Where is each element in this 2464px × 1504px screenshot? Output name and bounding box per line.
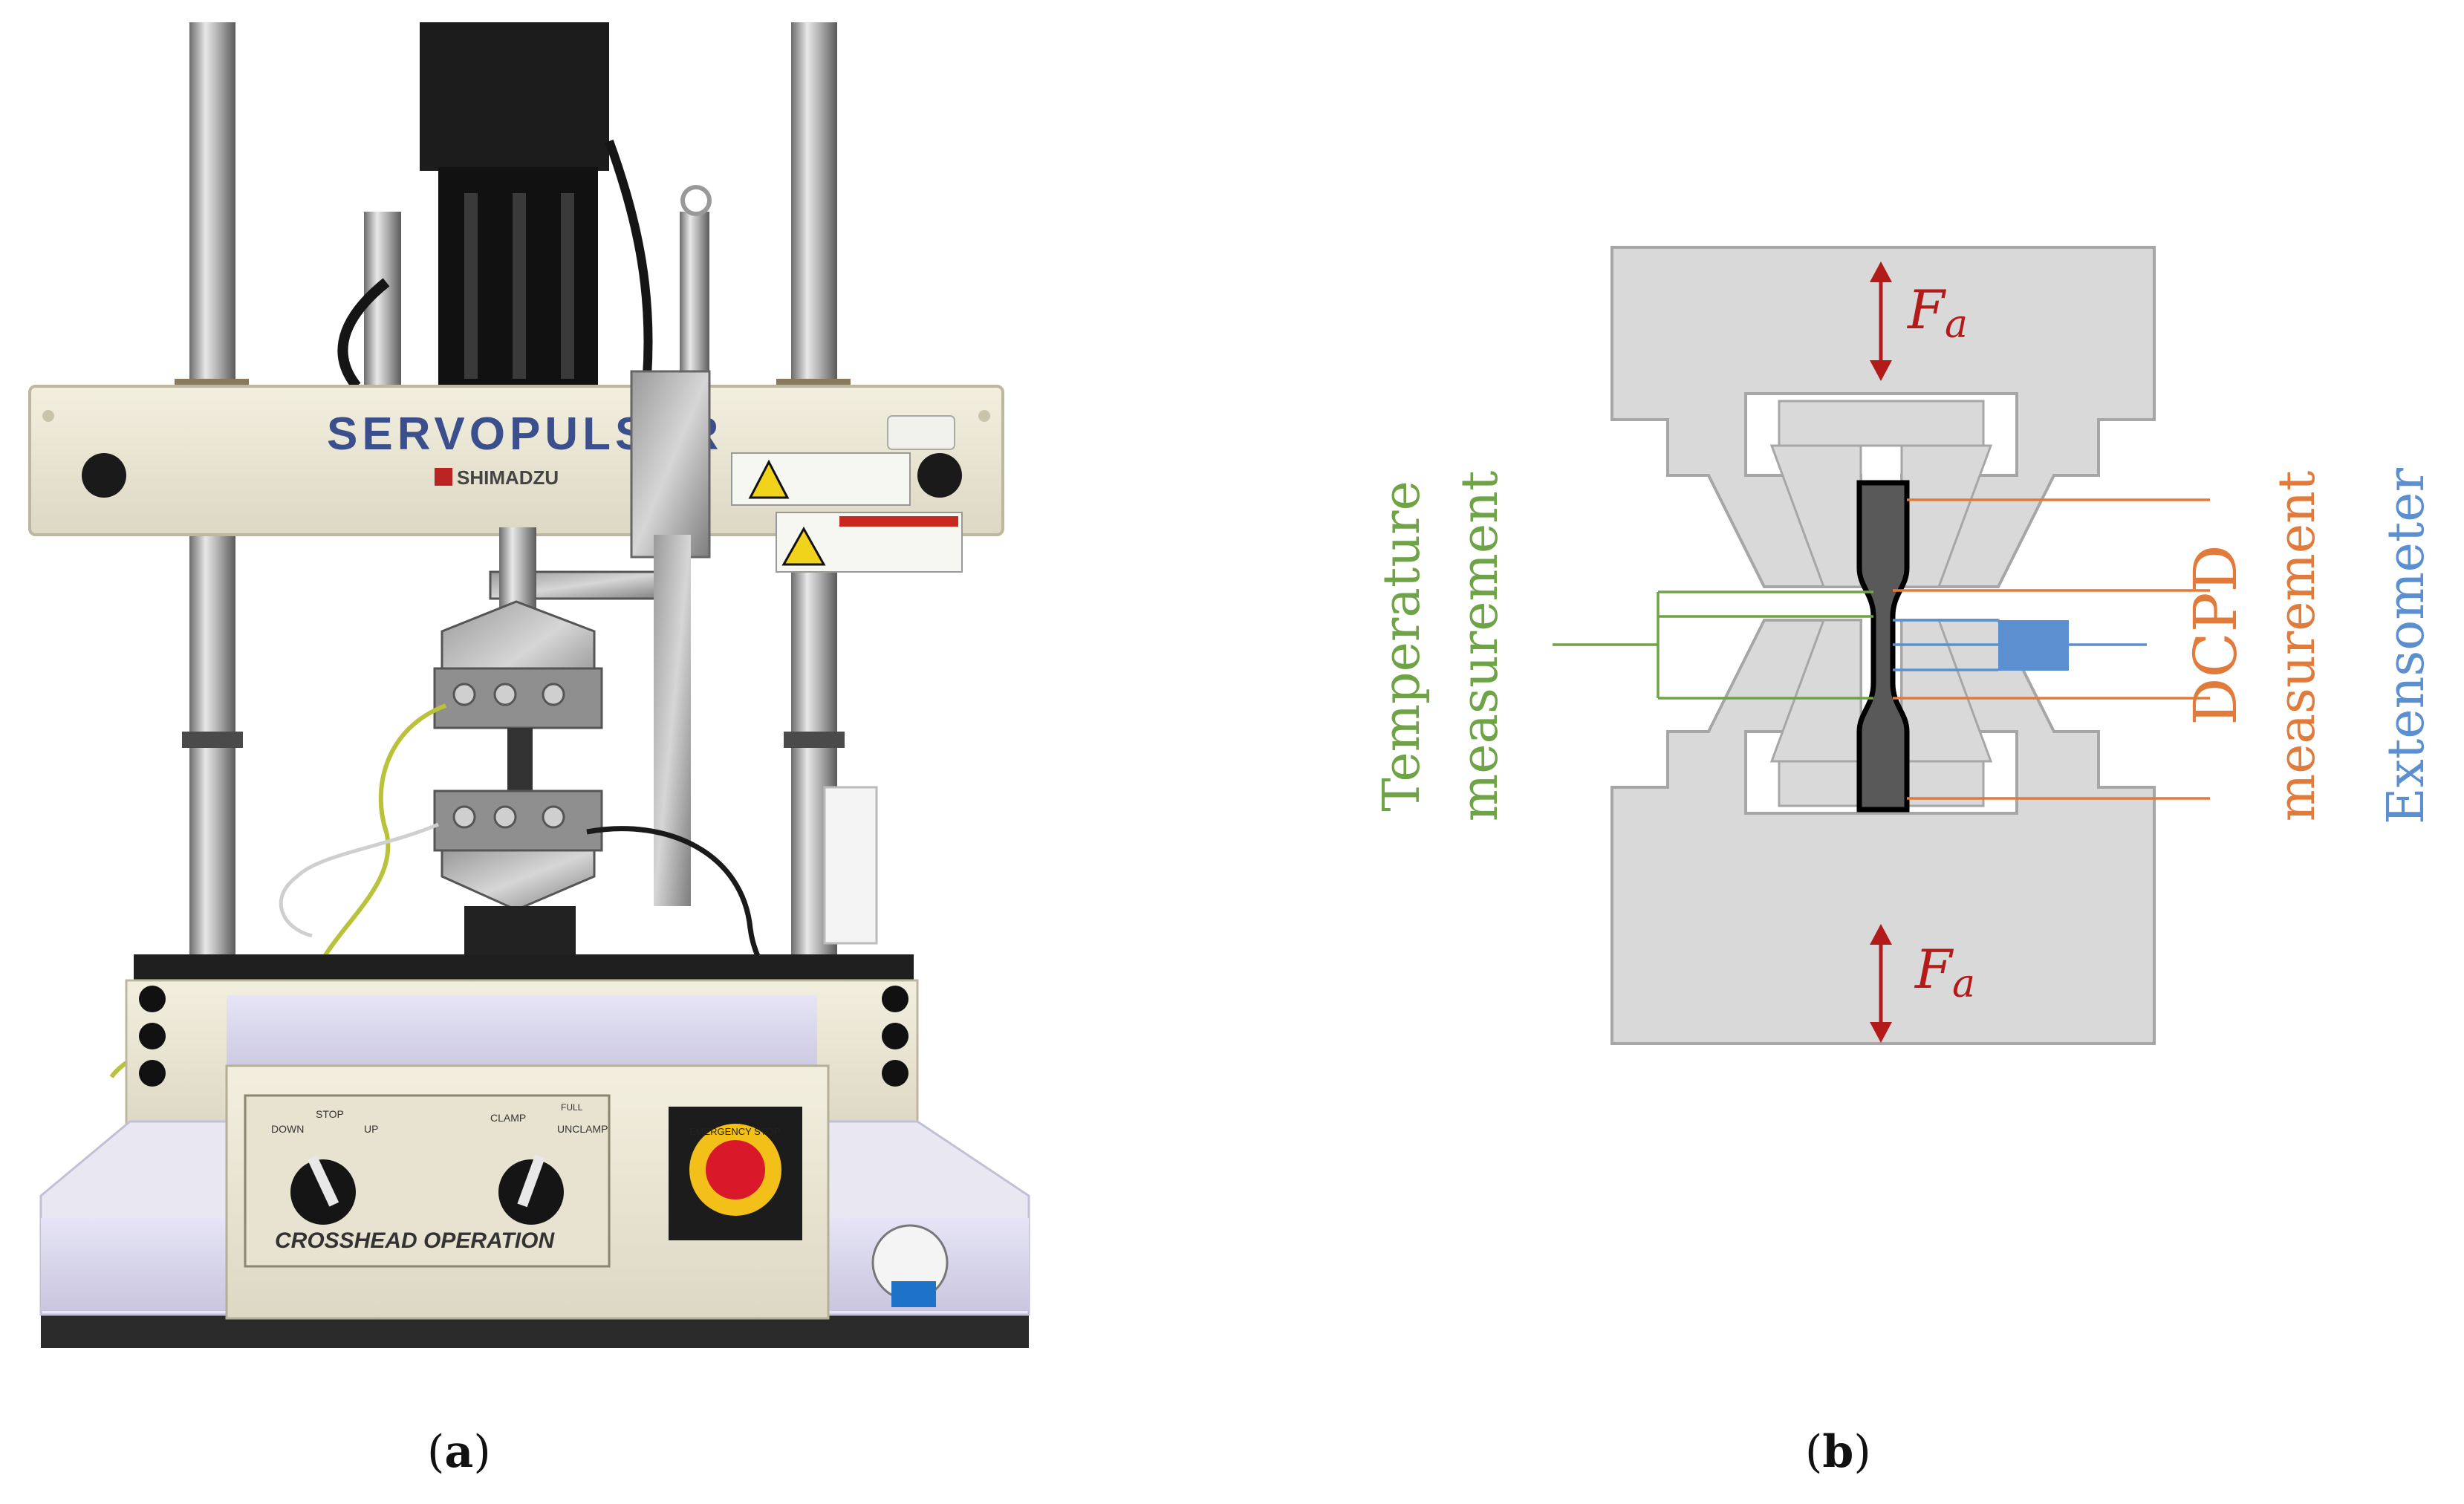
temperature-label-line2: measurement (1451, 471, 1509, 822)
temperature-lines (1553, 590, 1873, 700)
center-piston (499, 527, 536, 609)
specimen (1856, 480, 1910, 813)
grip-bolt (542, 805, 565, 829)
caption-b: (b) (1805, 1426, 1871, 1478)
force-label-top: Fa (1906, 279, 1968, 347)
base-bolt (882, 986, 908, 1012)
base-top-plate (227, 995, 817, 1077)
knob-right-handle (517, 1154, 545, 1208)
panel-b-schematic: Fa Fa Temperature measurement DCPD measu… (1373, 246, 2436, 1045)
force-arrow-top (1870, 261, 1892, 381)
knob-right-label-clamp: CLAMP (490, 1112, 526, 1124)
knob-left-label-stop: STOP (316, 1108, 344, 1120)
clamp-bracket (630, 370, 711, 559)
arrowhead-up-icon (1870, 261, 1892, 282)
arrowhead-down-icon (1870, 360, 1892, 381)
specimen-in-machine (507, 728, 533, 795)
base-bolt (139, 1060, 166, 1087)
caption-a: (a) (427, 1426, 491, 1478)
base-bolt (882, 1060, 908, 1087)
beam-bolt-right (917, 453, 962, 498)
lower-wedge-left (1769, 619, 1862, 763)
grip-bolt (452, 683, 476, 706)
warning-label-red-strip (839, 516, 958, 527)
knob-left-label-down: DOWN (271, 1123, 304, 1135)
warning-triangle-icon-2 (781, 526, 826, 566)
beam-screw-1 (42, 410, 54, 422)
cable-black-2 (605, 139, 653, 387)
cable-black-1 (337, 278, 390, 390)
rod-eyelet (680, 185, 712, 216)
left-small-rod (364, 212, 401, 397)
temperature-label-line1: Temperature (1373, 481, 1431, 812)
emergency-stop-button (706, 1140, 765, 1199)
panel-a-testing-machine: SERVOPULSER SHIMADZU (28, 22, 1030, 1348)
actuator-fin-2 (513, 193, 526, 379)
knob-left-handle (307, 1155, 339, 1207)
arrowhead-down-icon (1870, 1022, 1892, 1043)
right-lower-ring (784, 732, 845, 748)
upper-wedge-left (1769, 444, 1862, 588)
right-small-rod (680, 212, 709, 397)
warning-triangle-icon (748, 459, 790, 499)
left-lower-ring (182, 732, 243, 748)
maker-logo: SHIMADZU (457, 466, 559, 489)
base-bolt (139, 1023, 166, 1049)
force-label-bottom: Fa (1914, 938, 1975, 1006)
grip-bolt (493, 683, 517, 706)
grip-bolt (493, 805, 517, 829)
upper-wedge-plate (1778, 400, 1985, 447)
knob-left-label-up: UP (364, 1123, 378, 1135)
dcpd-label-line2: measurement (2268, 471, 2327, 822)
base-bolt (882, 1023, 908, 1049)
lower-grip (441, 849, 596, 911)
actuator-fin-3 (561, 193, 574, 379)
dcpd-label-line1: DCPD (2181, 544, 2250, 725)
actuator-top (420, 22, 609, 171)
extensometer-box (1998, 620, 2069, 671)
maker-logo-mark (435, 468, 452, 486)
force-arrow-bottom (1870, 924, 1892, 1043)
beam-bolt-left (82, 453, 126, 498)
grip-bolt (542, 683, 565, 706)
vertical-rod-right (654, 535, 691, 906)
side-box (823, 786, 878, 945)
sticker (887, 415, 955, 450)
control-panel-label: CROSSHEAD OPERATION (275, 1228, 555, 1253)
sensor-wire-2 (279, 822, 439, 938)
base-bolt (139, 986, 166, 1012)
emergency-stop-label: EMERGENCY STOP (689, 1126, 780, 1137)
extensometer-label: Extensometer (2377, 468, 2436, 824)
beam-screw-2 (978, 410, 990, 422)
grip-bolt (452, 805, 476, 829)
knob-right-label-unclamp: UNCLAMP (557, 1123, 608, 1135)
dcpd-lines (1893, 498, 2210, 800)
extensometer (1893, 619, 2147, 671)
inspection-sticker-tag (891, 1281, 936, 1307)
knob-right-label-full: FULL (561, 1102, 583, 1113)
arrowhead-up-icon (1870, 924, 1892, 945)
actuator-fin-1 (464, 193, 478, 379)
